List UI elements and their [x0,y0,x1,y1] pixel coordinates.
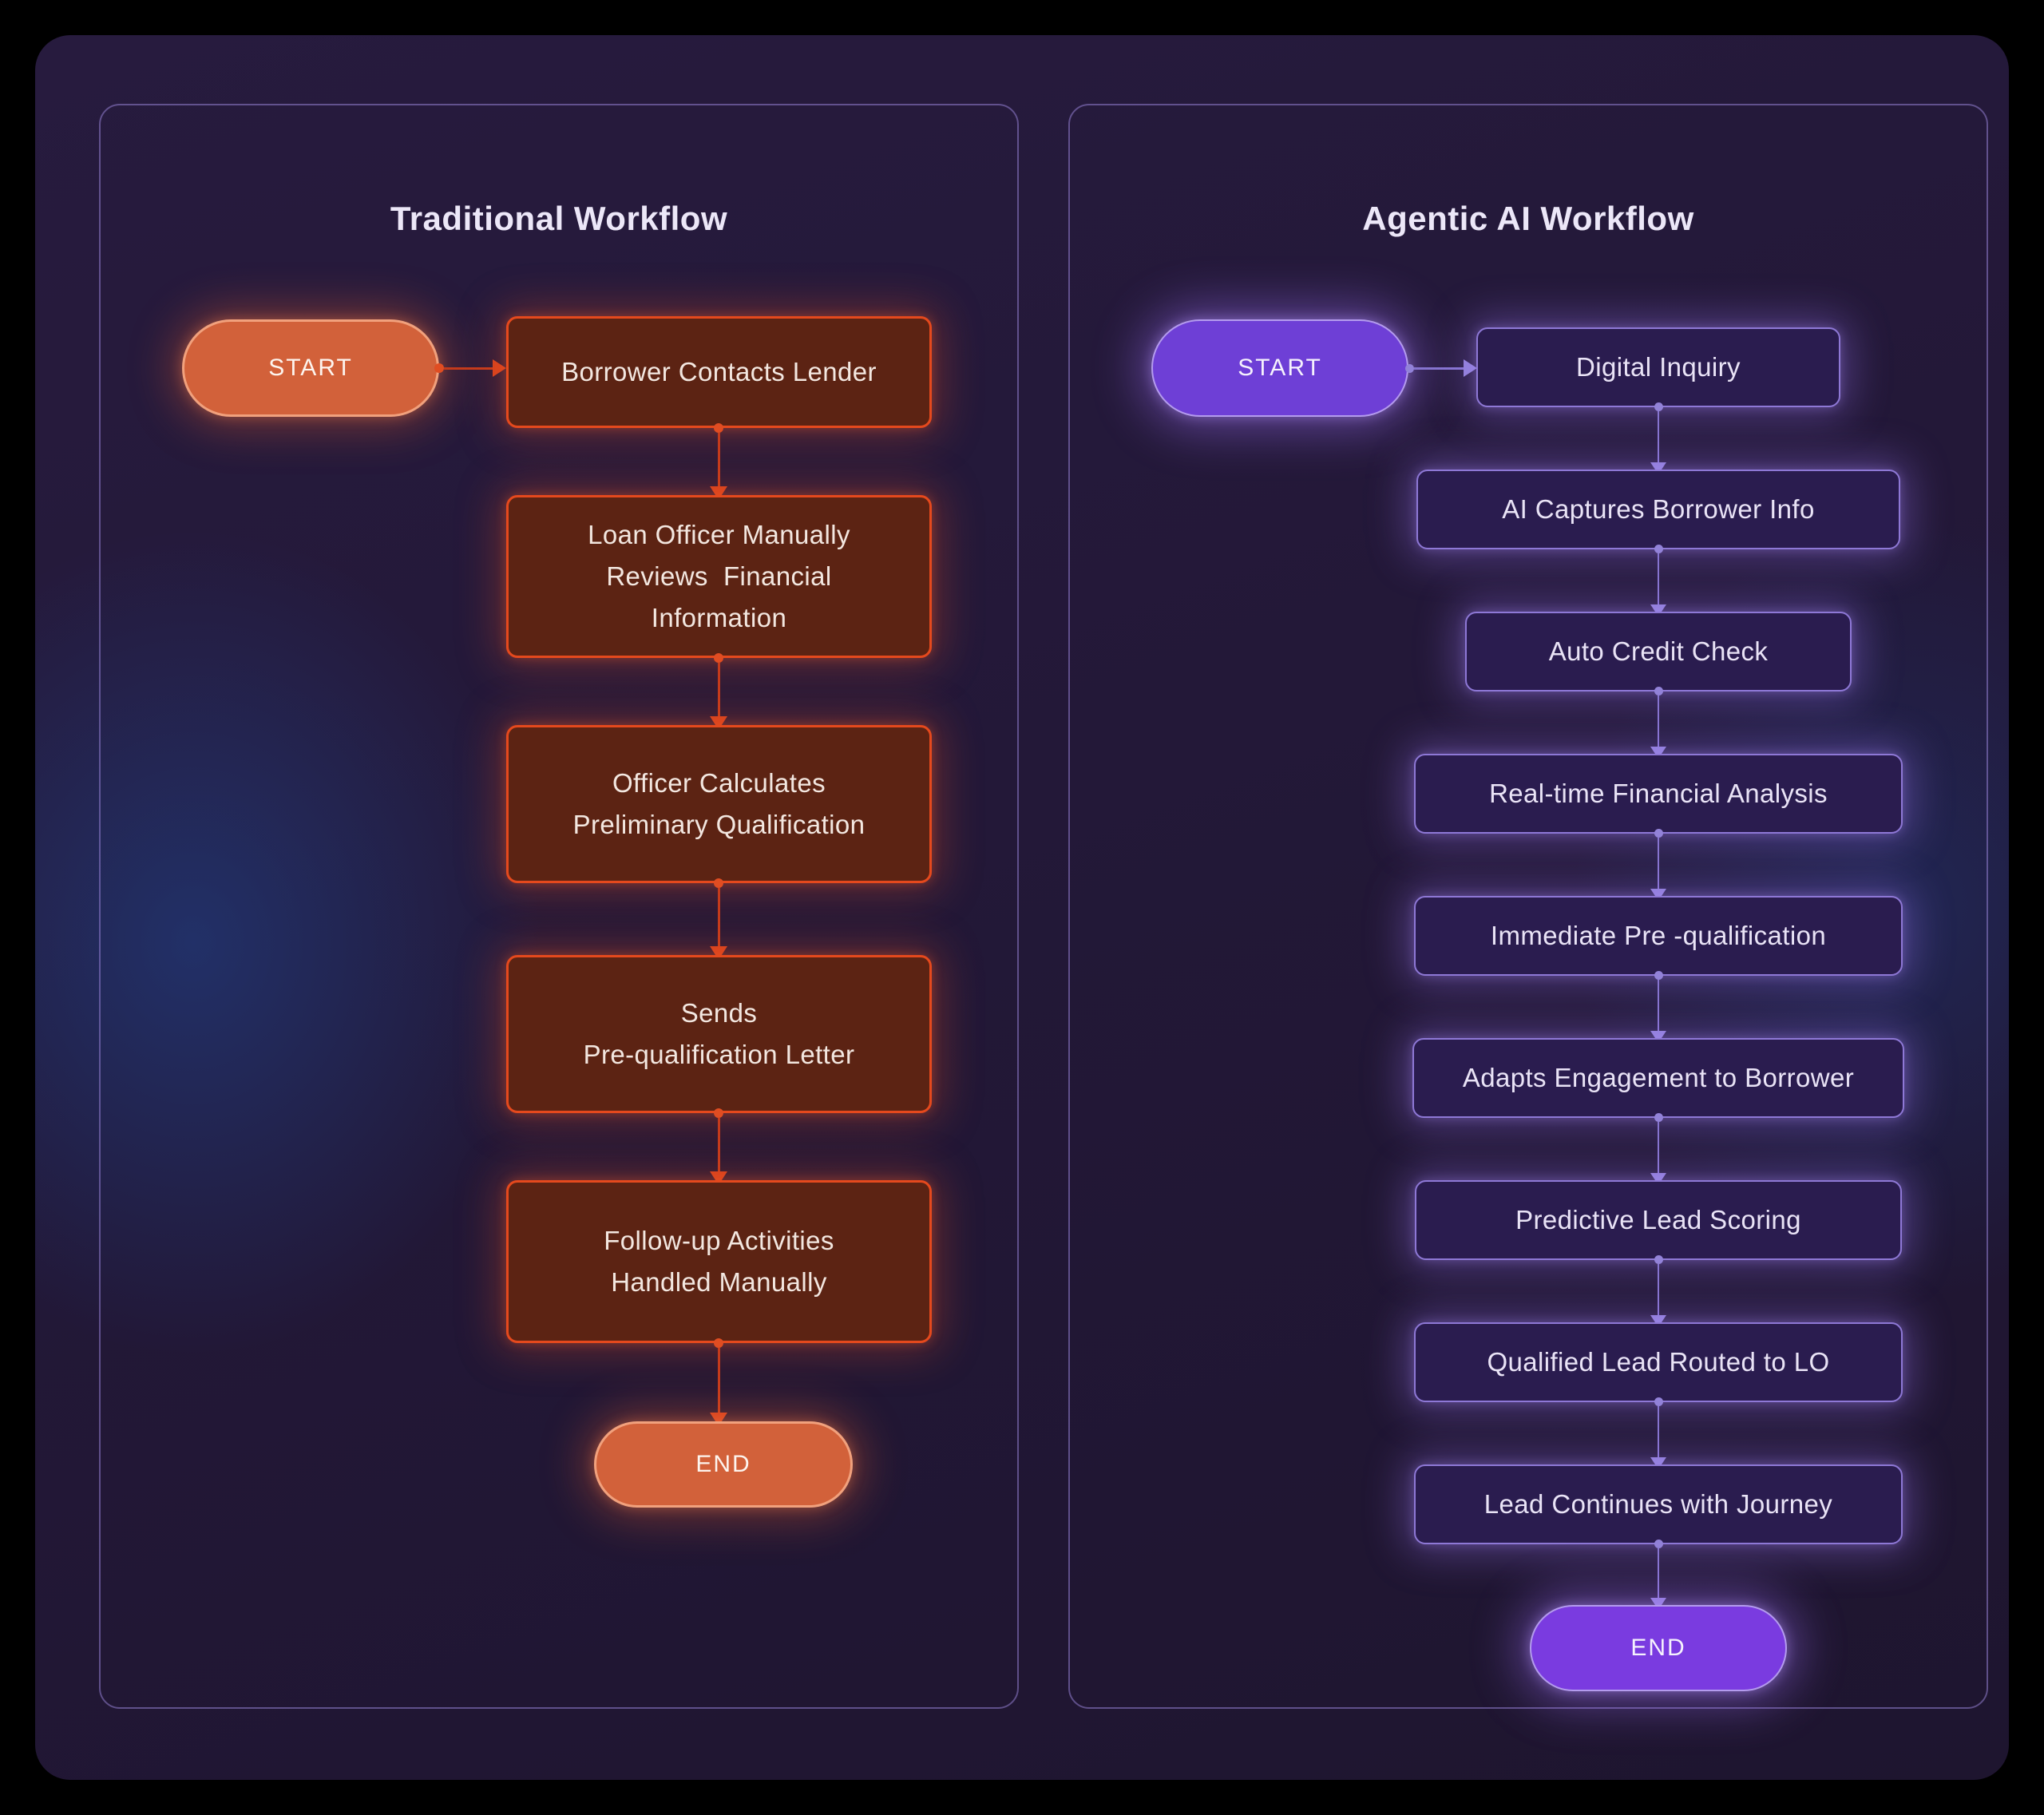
flow-step-label: AI Captures Borrower Info [1502,493,1815,524]
agentic-end-pill: END [1530,1605,1787,1691]
arrow-stem [717,1118,720,1171]
flow-step-ai-captures-borrower-info: AI Captures Borrower Info [1416,470,1900,549]
flow-step-label: Borrower Contacts Lender [561,356,877,386]
flow-step-digital-inquiry: Digital Inquiry [1476,327,1840,407]
flow-step-followup-manual: Follow-up Activities Handled Manually [506,1180,932,1343]
flow-arrow-down [1649,402,1668,474]
flow-step-label: Predictive Lead Scoring [1515,1204,1801,1234]
arrow-dot [1654,829,1663,838]
flow-arrow-down [709,423,728,500]
arrow-dot [1654,1540,1663,1548]
arrow-dot [1654,687,1663,695]
agentic-start-label: START [1238,355,1322,381]
flow-step-officer-calculates-qualification: Officer Calculates Preliminary Qualifica… [506,725,932,883]
arrow-dot [1654,1113,1663,1122]
arrow-dot [434,363,444,373]
flow-step-label: Qualified Lead Routed to LO [1487,1346,1830,1377]
flow-step-label: Lead Continues with Journey [1483,1488,1833,1519]
flow-step-predictive-lead-scoring: Predictive Lead Scoring [1415,1180,1902,1260]
flow-step-borrower-contacts-lender: Borrower Contacts Lender [506,316,932,428]
flow-arrow-down [1649,1255,1668,1327]
flow-arrow-down [709,653,728,730]
panel-title-traditional: Traditional Workflow [390,200,728,237]
flow-step-label: Real-time Financial Analysis [1489,778,1828,808]
traditional-end-pill: END [594,1421,853,1508]
arrow-dot [1405,363,1414,373]
arrow-dot [714,878,723,888]
arrow-stem [717,663,720,716]
flow-step-realtime-financial-analysis: Real-time Financial Analysis [1414,754,1903,834]
flow-arrow-down [1649,971,1668,1043]
flow-arrow-down [709,1338,728,1426]
flow-step-label: Officer Calculates Preliminary Qualifica… [572,767,866,839]
arrow-dot [714,1338,723,1348]
flow-arrow-down [1649,829,1668,901]
arrow-stem [1657,980,1660,1031]
arrow-head [493,359,506,377]
flow-arrow-down [1649,1397,1668,1469]
flow-step-label: Immediate Pre -qualification [1490,920,1827,950]
arrow-dot [1654,402,1663,411]
flow-step-auto-credit-check: Auto Credit Check [1465,612,1852,692]
arrow-dot [1654,971,1663,980]
arrow-dot [1654,1397,1663,1406]
traditional-end-label: END [695,1451,751,1477]
arrow-stem [717,1348,720,1413]
arrow-dot [714,423,723,433]
arrow-stem [1414,367,1464,370]
flow-step-label: Follow-up Activities Handled Manually [604,1225,834,1297]
arrow-stem [1657,695,1660,747]
flow-arrow-right [1405,359,1477,378]
arrow-stem [1657,1406,1660,1457]
flow-step-lead-continues-journey: Lead Continues with Journey [1414,1464,1903,1544]
arrow-stem [444,367,493,370]
flow-step-immediate-prequalification: Immediate Pre -qualification [1414,896,1903,976]
agentic-start-pill: START [1151,319,1408,417]
arrow-dot [1654,1255,1663,1264]
flow-step-label: Loan Officer Manually Reviews Financial … [588,519,850,633]
flow-arrow-down [1649,545,1668,616]
arrow-stem [1657,1264,1660,1315]
arrow-stem [1657,411,1660,462]
flow-arrow-right [434,359,506,378]
flow-step-label: Adapts Engagement to Borrower [1462,1062,1855,1092]
traditional-start-pill: START [182,319,439,417]
flow-step-label: Sends Pre-qualification Letter [583,997,855,1069]
panel-title-agentic: Agentic AI Workflow [1362,200,1694,237]
flow-step-loan-officer-reviews: Loan Officer Manually Reviews Financial … [506,495,932,658]
arrow-dot [714,653,723,663]
arrow-stem [1657,838,1660,889]
flow-arrow-down [709,1108,728,1185]
panel-agentic-workflow: Agentic AI Workflow [1068,104,1988,1709]
flow-step-adapts-engagement: Adapts Engagement to Borrower [1412,1038,1904,1118]
traditional-start-label: START [268,355,353,381]
arrow-stem [1657,1122,1660,1173]
flow-step-label: Auto Credit Check [1548,636,1769,666]
arrow-stem [1657,553,1660,604]
flow-step-sends-prequalification-letter: Sends Pre-qualification Letter [506,955,932,1113]
flow-arrow-down [709,878,728,960]
agentic-end-label: END [1630,1635,1686,1661]
arrow-head [1464,359,1477,377]
flow-arrow-down [1649,687,1668,759]
arrow-stem [717,888,720,946]
arrow-stem [717,433,720,486]
flow-step-qualified-lead-routed: Qualified Lead Routed to LO [1414,1322,1903,1402]
flow-arrow-down [1649,1540,1668,1610]
arrow-dot [714,1108,723,1118]
panel-traditional-workflow: Traditional Workflow [99,104,1019,1709]
flow-arrow-down [1649,1113,1668,1185]
arrow-stem [1657,1548,1660,1598]
canvas-background: Traditional Workflow Agentic AI Workflow… [35,35,2009,1780]
arrow-dot [1654,545,1663,553]
flow-step-label: Digital Inquiry [1576,351,1741,382]
